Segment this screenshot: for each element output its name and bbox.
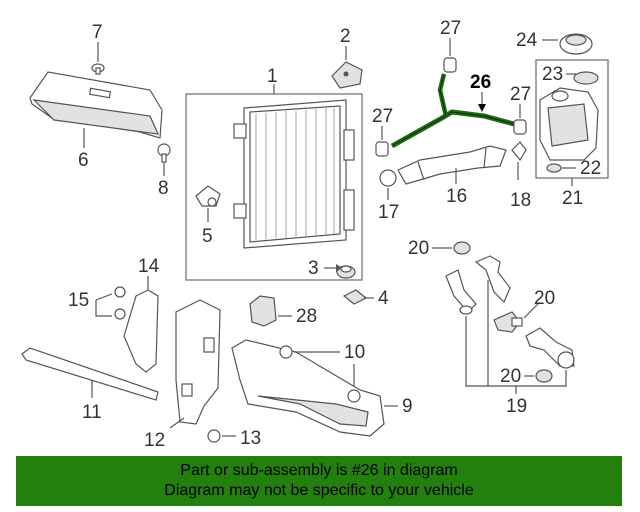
footer-line-2: Diagram may not be specific to your vehi… (164, 482, 474, 499)
clamp-27-top (443, 57, 457, 73)
lower-baffle-11 (21, 347, 159, 401)
parts-diagram: 6 7 8 1 (21, 18, 609, 451)
callout-7: 7 (92, 22, 103, 43)
callout-16: 16 (446, 186, 467, 207)
bolt-13 (207, 429, 221, 443)
clip-4 (342, 289, 368, 305)
overflow-hose-26 (390, 73, 515, 149)
callout-25: 24 (516, 30, 538, 51)
callout-12: 12 (144, 430, 165, 451)
callout-6: 6 (78, 150, 89, 171)
callout-4: 4 (378, 288, 389, 309)
callout-26: 26 (470, 72, 491, 93)
side-deflector-12 (175, 299, 221, 425)
clamp-27-left (375, 141, 389, 157)
callout-27-left: 27 (372, 106, 393, 127)
cap-3 (336, 265, 356, 279)
callout-9: 9 (402, 396, 413, 417)
push-pins-15 (114, 286, 126, 320)
radiator-hose-16 (397, 145, 507, 185)
callout-22: 21 (562, 188, 583, 209)
callout-13: 13 (240, 428, 261, 449)
block-28 (249, 295, 277, 327)
callout-23: 22 (580, 158, 601, 179)
callout-18: 18 (510, 190, 531, 211)
callout-10: 10 (344, 342, 365, 363)
upper-baffle-part (29, 71, 163, 139)
callout-24: 23 (542, 64, 563, 85)
coupling-21 (493, 311, 523, 333)
clamp-20-top (453, 241, 471, 255)
callout-21: 20 (534, 288, 555, 309)
side-seal-14 (123, 289, 159, 373)
clamp-18 (511, 141, 527, 162)
callout-20-top: 20 (408, 238, 429, 259)
clamp-20-bottom (535, 369, 553, 383)
callout-11: 11 (82, 402, 102, 423)
clamp-27-right (513, 119, 527, 135)
callout-15: 15 (68, 290, 89, 311)
callout-27-right: 27 (510, 84, 531, 105)
callout-3: 3 (308, 258, 319, 279)
callout-28: 28 (296, 306, 317, 327)
push-pin-7 (91, 63, 105, 75)
hose-lower-19 (525, 327, 575, 369)
reservoir-cap-25 (559, 33, 593, 55)
callout-5: 5 (202, 226, 213, 247)
callout-1: 1 (267, 66, 278, 87)
hose-upper-19 (474, 255, 511, 304)
callout-27-top: 27 (440, 18, 461, 39)
coolant-reservoir-part (539, 87, 599, 161)
bracket-2 (331, 61, 363, 89)
callout-14: 14 (138, 256, 160, 277)
callout-8: 8 (158, 178, 169, 199)
hose-left-19 (445, 269, 477, 315)
push-pins-10 (279, 345, 361, 403)
grommet-23 (546, 163, 562, 173)
cap-seal-24 (573, 71, 599, 85)
callout-2: 2 (340, 26, 351, 47)
fitting-5 (195, 185, 221, 207)
radiator-part (233, 99, 355, 249)
callout-20-bottom: 20 (500, 366, 521, 387)
clamp-17 (379, 169, 397, 187)
footer-banner: Part or sub-assembly is #26 in diagram D… (16, 456, 622, 506)
bolt-8 (157, 143, 171, 163)
footer-line-1: Part or sub-assembly is #26 in diagram (180, 462, 458, 479)
callout-17: 17 (378, 202, 399, 223)
callout-19: 19 (506, 396, 527, 417)
